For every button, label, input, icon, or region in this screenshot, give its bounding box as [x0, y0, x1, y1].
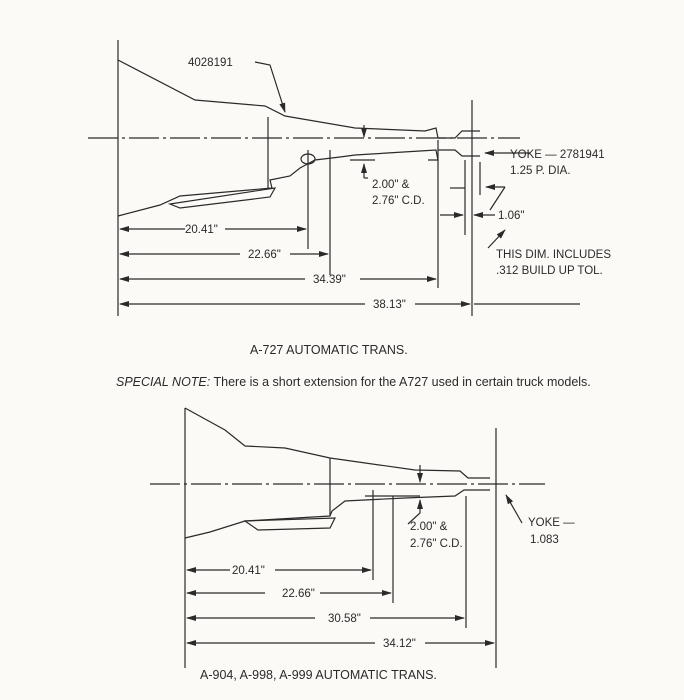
dimension-label: 22.66": [282, 588, 315, 600]
a727-diagram: [88, 40, 580, 316]
part-number-label: 4028191: [188, 57, 233, 69]
special-note-label: SPECIAL NOTE:: [116, 375, 211, 389]
special-note: SPECIAL NOTE: There is a short extension…: [116, 375, 591, 389]
dimension-label: 30.58": [328, 613, 361, 625]
dimension-label: 20.41": [232, 565, 265, 577]
dimension-label: 20.41": [185, 224, 218, 236]
dimension-label: 38.13": [373, 299, 406, 311]
small-dimension: 1.06": [498, 210, 524, 222]
top-caption: A-727 AUTOMATIC TRANS.: [250, 343, 408, 357]
dimension-label: 34.12": [383, 638, 416, 650]
special-note-text: There is a short extension for the A727 …: [210, 375, 591, 389]
cd-label-line2: 2.76" C.D.: [410, 538, 463, 550]
yoke-label: YOKE — 2781941: [510, 149, 605, 161]
dimension-label: 34.39": [313, 274, 346, 286]
cd-label-line2: 2.76" C.D.: [372, 195, 425, 207]
cd-label-line1: 2.00" &: [410, 521, 448, 533]
yoke-label: YOKE —: [528, 517, 575, 529]
yoke-diameter: 1.25 P. DIA.: [510, 165, 571, 177]
dimension-label: 22.66": [248, 249, 281, 261]
a904-diagram: [150, 407, 545, 668]
yoke-diameter: 1.083: [530, 534, 559, 546]
dim-note-line1: THIS DIM. INCLUDES: [496, 249, 611, 261]
bottom-caption: A-904, A-998, A-999 AUTOMATIC TRANS.: [200, 668, 437, 682]
cd-label-line1: 2.00" &: [372, 179, 410, 191]
dim-note-line2: .312 BUILD UP TOL.: [496, 265, 603, 277]
